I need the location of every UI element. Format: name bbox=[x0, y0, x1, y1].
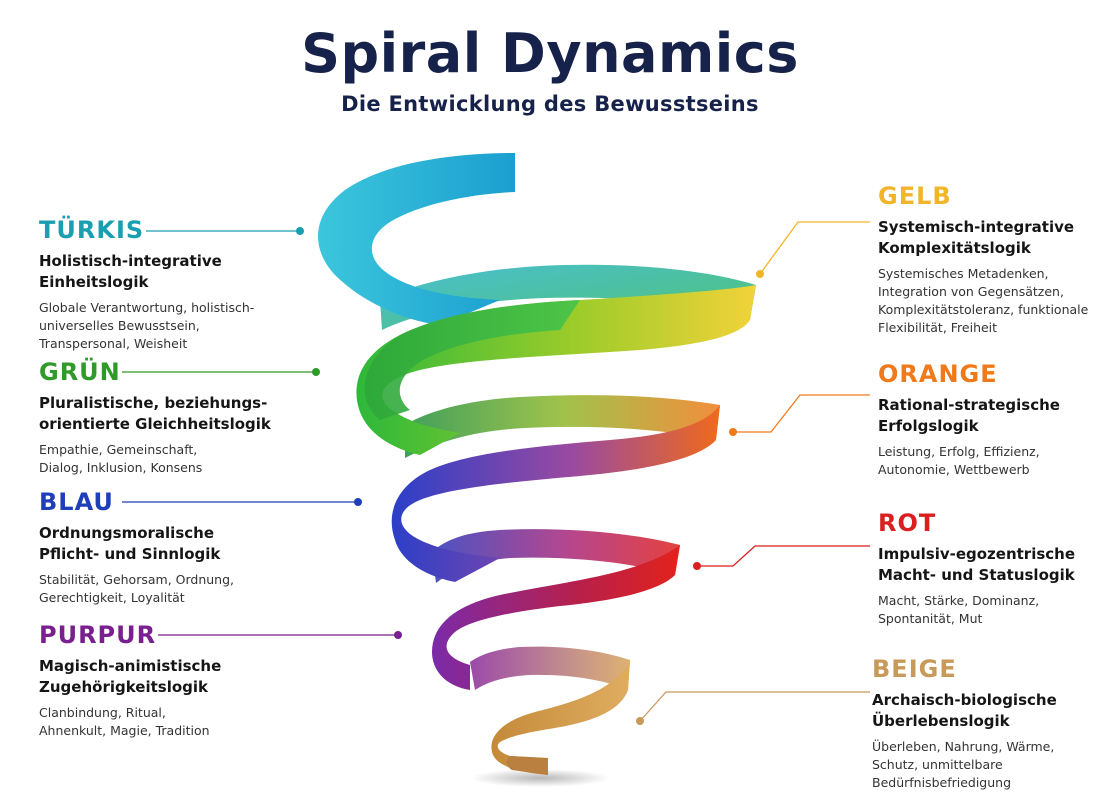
spiral-turquoise-band bbox=[318, 153, 515, 325]
leader-dot-purpur bbox=[394, 631, 402, 639]
level-beige: BEIGE Archaisch-biologische Überlebenslo… bbox=[872, 655, 1090, 792]
leader-dot-gruen bbox=[312, 368, 320, 376]
spiral-back-band-2 bbox=[380, 264, 756, 330]
level-desc-rot: Macht, Stärke, Dominanz, Spontanität, Mu… bbox=[878, 593, 1040, 626]
level-rot: ROT Impulsiv-egozentrische Macht- und St… bbox=[878, 509, 1090, 628]
spiral-green-front bbox=[364, 300, 580, 420]
level-gruen: GRÜN Pluralistische, beziehungs-orientie… bbox=[39, 358, 299, 477]
leader-line-gelb bbox=[759, 221, 870, 275]
spiral-back-band-5 bbox=[470, 646, 630, 690]
spiral-beige-tail bbox=[506, 756, 548, 775]
level-name-blau: BLAU bbox=[39, 488, 114, 516]
leader-lines bbox=[122, 221, 870, 725]
level-logic-gelb: Systemisch-integrative Komplexitätslogik bbox=[878, 218, 1075, 257]
leader-dot-beige bbox=[636, 717, 644, 725]
level-blau: BLAU Ordnungsmoralische Pflicht- und Sin… bbox=[39, 488, 299, 607]
level-logic-beige: Archaisch-biologische Überlebenslogik bbox=[872, 691, 1057, 730]
level-name-beige: BEIGE bbox=[872, 655, 957, 683]
leader-dot-gelb bbox=[756, 270, 764, 278]
level-purpur: PURPUR Magisch-animistische Zugehörigkei… bbox=[39, 621, 299, 740]
level-desc-tuerkis: Globale Verantwortung, holistisch-univer… bbox=[39, 300, 255, 351]
spiral-purple-red-band bbox=[432, 545, 680, 690]
level-desc-orange: Leistung, Erfolg, Effizienz, Autonomie, … bbox=[878, 444, 1040, 477]
level-desc-gelb: Systemisches Metadenken, Integration von… bbox=[878, 266, 1089, 335]
leader-dot-blau bbox=[354, 498, 362, 506]
level-logic-purpur: Magisch-animistische Zugehörigkeitslogik bbox=[39, 657, 222, 696]
level-tuerkis: TÜRKIS Holistisch-integrative Einheitslo… bbox=[39, 216, 299, 353]
level-name-rot: ROT bbox=[878, 509, 937, 537]
level-logic-rot: Impulsiv-egozentrische Macht- und Status… bbox=[878, 545, 1076, 584]
level-logic-blau: Ordnungsmoralische Pflicht- und Sinnlogi… bbox=[39, 524, 221, 563]
page-title: Spiral Dynamics bbox=[301, 22, 799, 85]
level-desc-blau: Stabilität, Gehorsam, Ordnung, Gerechtig… bbox=[39, 572, 235, 605]
level-gelb: GELB Systemisch-integrative Komplexitäts… bbox=[878, 182, 1090, 337]
leader-dot-rot bbox=[693, 562, 701, 570]
level-name-purpur: PURPUR bbox=[39, 621, 157, 649]
spiral-back-band-3 bbox=[405, 395, 720, 458]
level-desc-beige: Überleben, Nahrung, Wärme, Schutz, unmit… bbox=[872, 739, 1055, 790]
leader-line-beige bbox=[639, 691, 870, 722]
level-logic-orange: Rational-strategische Erfolgslogik bbox=[878, 396, 1060, 435]
level-logic-gruen: Pluralistische, beziehungs-orientierte G… bbox=[39, 394, 271, 433]
level-name-gruen: GRÜN bbox=[39, 358, 121, 386]
level-orange: ORANGE Rational-strategische Erfolgslogi… bbox=[878, 360, 1090, 479]
spiral-back-band-4 bbox=[432, 529, 680, 583]
leader-line-rot bbox=[697, 545, 870, 567]
spiral-blue-orange-band bbox=[391, 405, 720, 582]
level-desc-purpur: Clanbindung, Ritual, Ahnenkult, Magie, T… bbox=[39, 705, 210, 738]
level-desc-gruen: Empathie, Gemeinschaft, Dialog, Inklusio… bbox=[39, 442, 203, 475]
leader-line-orange bbox=[733, 394, 870, 433]
page-subtitle: Die Entwicklung des Bewusstseins bbox=[341, 92, 759, 116]
level-name-tuerkis: TÜRKIS bbox=[39, 216, 145, 244]
level-logic-tuerkis: Holistisch-integrative Einheitslogik bbox=[39, 252, 222, 291]
spiral-beige-band bbox=[491, 660, 630, 775]
leader-dot-tuerkis bbox=[296, 227, 304, 235]
level-name-gelb: GELB bbox=[878, 182, 952, 210]
level-name-orange: ORANGE bbox=[878, 360, 998, 388]
leader-dot-orange bbox=[729, 428, 737, 436]
